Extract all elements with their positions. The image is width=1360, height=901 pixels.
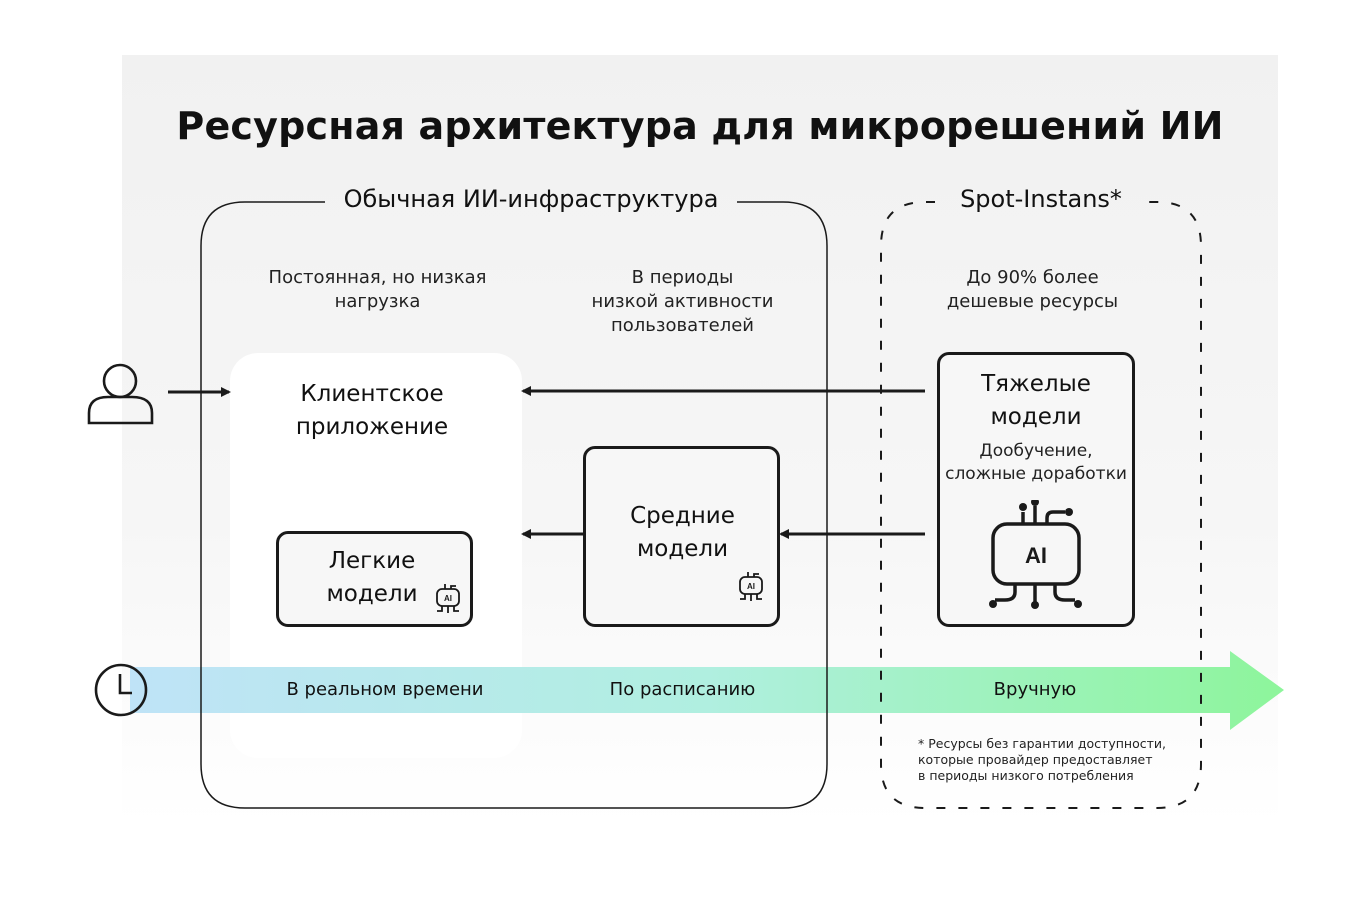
user-icon [87, 363, 154, 425]
spot-caption: До 90% более дешевые ресурсы [946, 267, 1119, 312]
heavy-models-sub: Дообучение, сложные доработки [945, 441, 1127, 484]
spot-group-label: Spot-Instans* [935, 185, 1147, 213]
page-title: Ресурсная архитектура для микрорешений И… [176, 104, 1224, 148]
ai-chip-small-label: AI [747, 582, 755, 591]
ai-chip-small-icon: AI [436, 584, 460, 613]
regular-infra-label: Обычная ИИ-инфраструктура [343, 185, 719, 213]
client-app-label: Клиентское приложение [295, 381, 449, 440]
regular-caption-right: В периоды низкой активности пользователе… [591, 267, 774, 336]
timeline-band [130, 651, 1284, 730]
medium-models-box [583, 446, 780, 627]
ai-chip-icon: AI [989, 500, 1082, 609]
timeline-label-manual: Вручную [993, 679, 1077, 700]
spot-group-label-text: Spot-Instans* [960, 185, 1122, 213]
ai-chip-small-icon: AI [739, 572, 763, 601]
ai-chip-label: AI [1025, 543, 1047, 568]
light-models-label: Легкие модели [326, 548, 418, 607]
heavy-models-label: Тяжелые модели [981, 371, 1091, 430]
heavy-models-box [937, 352, 1135, 627]
timeline-label-scheduled: По расписанию [609, 679, 756, 700]
regular-infra-border [200, 201, 828, 809]
clock-icon [94, 663, 148, 717]
regular-caption-left: Постоянная, но низкая нагрузка [268, 267, 487, 312]
spot-footnote: * Ресурсы без гарантии доступности, кото… [918, 736, 1166, 783]
timeline-label-realtime: В реальном времени [286, 679, 484, 700]
ai-chip-small-label: AI [444, 594, 452, 603]
medium-models-label: Средние модели [630, 503, 735, 562]
